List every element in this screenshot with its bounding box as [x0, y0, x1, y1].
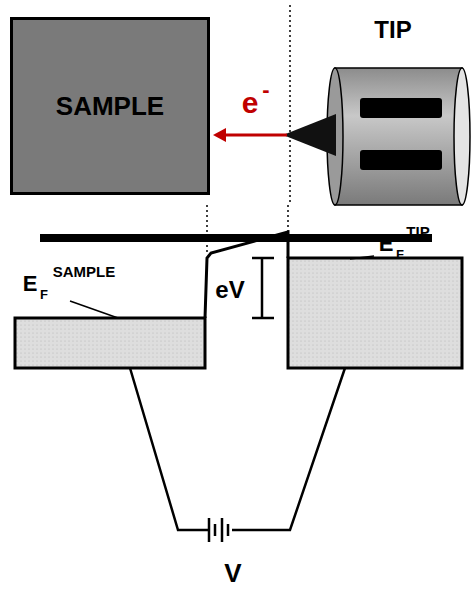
tunnel-barrier [205, 232, 288, 318]
energy-diagram [15, 205, 462, 368]
tip-superscript: TIP [406, 224, 429, 239]
tip-title: TIP [374, 18, 411, 42]
energy-symbol: E [23, 273, 38, 295]
electron-arrow [213, 128, 287, 142]
box-label: SAMPLE [56, 93, 164, 119]
sample-fermi-block [15, 318, 205, 368]
battery-circuit [130, 368, 345, 542]
sample-box: SAMPLE [10, 17, 210, 195]
bias-voltage: V [224, 560, 241, 586]
electron-symbol: e [242, 88, 259, 118]
sample-superscript: SAMPLE [53, 264, 116, 279]
tip-fermi-block [288, 258, 462, 368]
fermi-subscript: F [396, 248, 404, 261]
charge-sign: - [262, 79, 269, 101]
separator-bar [40, 234, 432, 242]
dotted-line [289, 5, 291, 205]
energy-symbol: E [379, 233, 394, 255]
leader-line [350, 256, 374, 259]
fermi-subscript: F [40, 288, 48, 301]
leader-line [70, 301, 118, 318]
tip-figure [283, 68, 470, 205]
bias-energy: eV [215, 278, 244, 302]
